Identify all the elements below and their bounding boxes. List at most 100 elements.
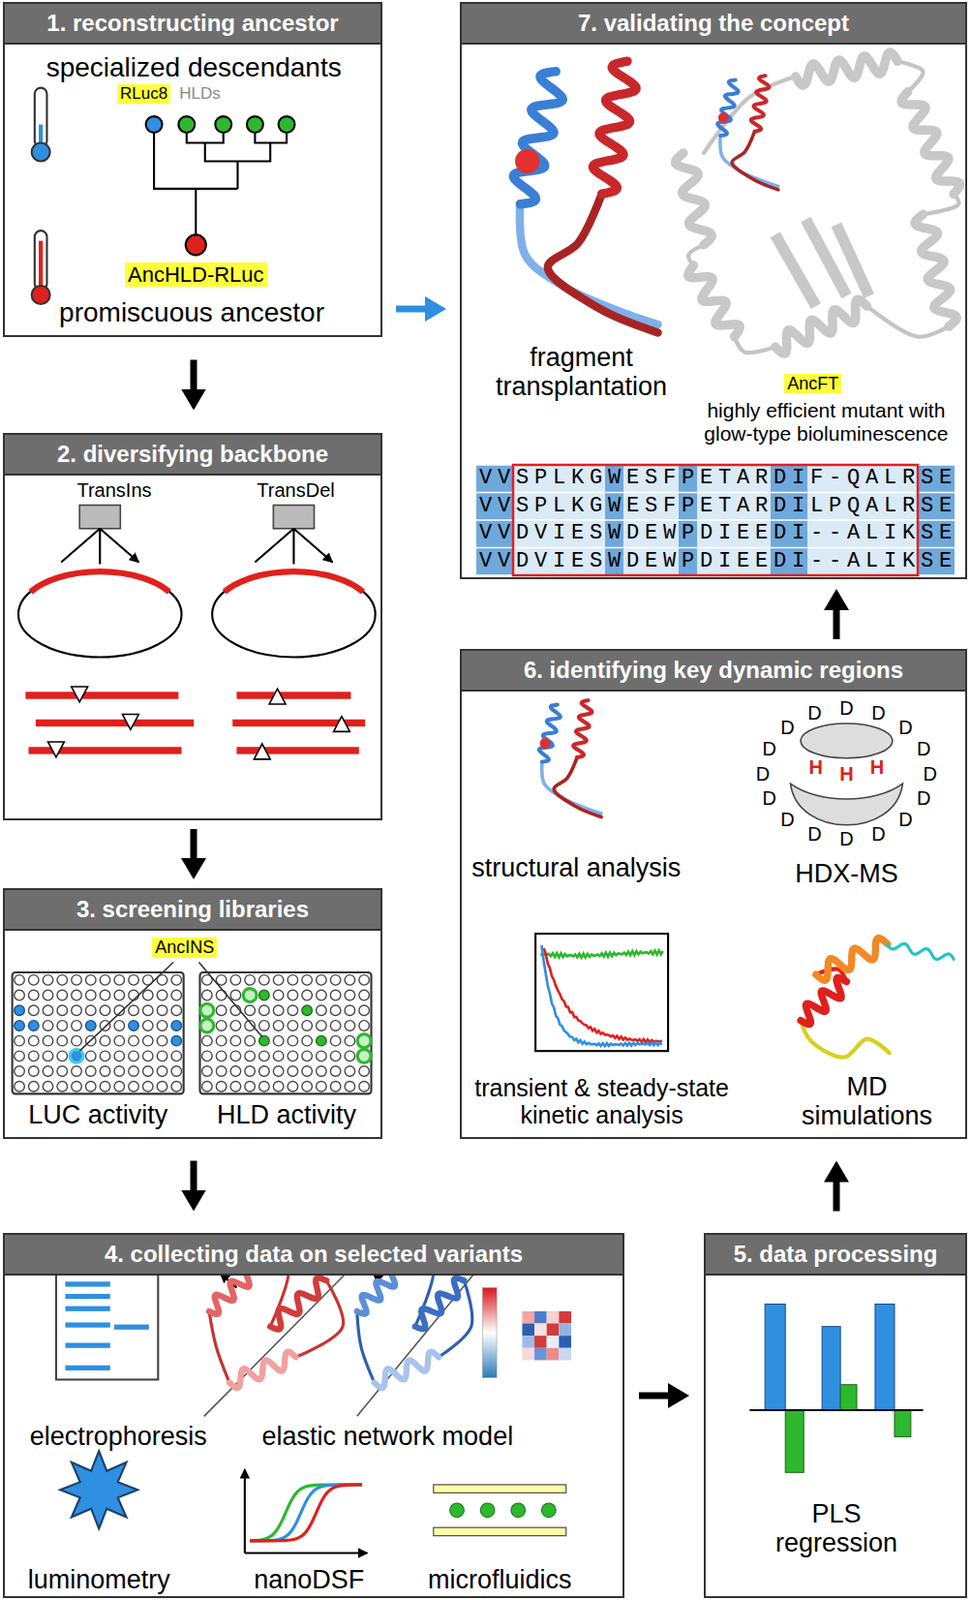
transposon-insertion (35, 719, 194, 727)
well (359, 974, 370, 986)
well (128, 1004, 140, 1016)
well (344, 1020, 356, 1032)
pls-bar-chart (785, 1409, 804, 1472)
well (42, 989, 54, 1001)
well (273, 1020, 284, 1032)
transposon-deletion (253, 743, 271, 759)
caption-label: transient & steady-state kinetic analysi… (468, 1073, 735, 1128)
phylogenetic-tree (278, 116, 296, 133)
kinetic-traces (540, 949, 663, 957)
well (259, 989, 271, 1001)
well (215, 1004, 227, 1016)
flow-arrow (190, 828, 198, 862)
loop-ribbon (553, 757, 602, 818)
well (344, 1004, 356, 1016)
transposon-deletion (212, 571, 376, 658)
transposon-deletion (236, 691, 351, 698)
well (273, 1004, 284, 1016)
well (287, 1065, 299, 1077)
helix-ribbon (573, 699, 592, 758)
microfluidic-channel (433, 1484, 567, 1536)
well (28, 1004, 39, 1016)
protein-model-red (209, 1265, 344, 1389)
fragment-cartoon (717, 75, 779, 190)
loop-ribbon (731, 131, 779, 190)
well (57, 1004, 68, 1016)
microfluidic-channel (480, 1502, 495, 1518)
well (171, 989, 183, 1001)
well (28, 1020, 39, 1032)
well (171, 1034, 183, 1046)
well (71, 1004, 83, 1016)
variant-name: AncFT (787, 373, 839, 395)
heatmap-cell (558, 1322, 572, 1336)
well (14, 989, 26, 1001)
helix-ribbon (229, 1351, 296, 1389)
well (114, 974, 125, 986)
fragment-cartoon (539, 699, 602, 818)
kinetic-traces (540, 944, 663, 1046)
well (71, 1080, 83, 1092)
well (202, 989, 213, 1001)
hdx-cartoon (800, 723, 893, 759)
caption-label: H (870, 756, 884, 778)
well (57, 974, 68, 986)
well (259, 974, 271, 986)
well (202, 1080, 213, 1092)
transposon-deletion (254, 528, 333, 565)
well (57, 1050, 68, 1062)
well (357, 1048, 371, 1063)
well (316, 1065, 328, 1077)
well (57, 1020, 68, 1032)
well (156, 1004, 168, 1016)
panel-heading: 7. validating the concept (461, 3, 966, 45)
heatmap-cell (558, 1310, 572, 1324)
well (359, 989, 370, 1001)
loop-ribbon (897, 60, 923, 92)
caption-label: D (916, 737, 931, 759)
well (57, 1034, 68, 1046)
well (71, 974, 83, 986)
caption-label: elastic network model (262, 1421, 515, 1451)
well (273, 1050, 284, 1062)
caption-label: electrophoresis (30, 1421, 208, 1451)
well (330, 989, 341, 1001)
well (344, 1050, 356, 1062)
thermometer-hot (31, 285, 51, 304)
well (230, 989, 242, 1001)
well (14, 974, 26, 986)
well (244, 1004, 256, 1016)
helix-ribbon (887, 942, 954, 959)
well (28, 1080, 39, 1092)
variant-name: RLuc8 (120, 84, 168, 104)
loop-ribbon (547, 193, 659, 333)
well (128, 1020, 140, 1032)
panel-heading: 4. collecting data on selected variants (4, 1234, 623, 1275)
transposon-deletion (333, 716, 351, 732)
well (273, 974, 284, 986)
microfluidic-channel (541, 1502, 556, 1518)
well (287, 1050, 299, 1062)
well (28, 1034, 39, 1046)
heatmap-cell (558, 1347, 572, 1361)
well (287, 1080, 299, 1092)
helix-ribbon (795, 52, 898, 86)
pls-bar-chart (821, 1326, 841, 1410)
well (28, 989, 39, 1001)
variant-name: AncINS (154, 937, 214, 958)
highlight-box: RLuc8 (117, 84, 171, 104)
thermometer-hot (31, 230, 51, 304)
sequence-row: VVDVIESWDEWPDIEEDI--ALIKSE (479, 547, 958, 577)
well (302, 1004, 313, 1016)
transposon-insertion (30, 571, 170, 592)
heatmap-cell (534, 1347, 547, 1361)
well (359, 1080, 370, 1092)
helix-ribbon (688, 265, 741, 337)
heatmap-cell (546, 1322, 560, 1336)
electrophoresis-gel (56, 1273, 158, 1380)
well (57, 1080, 68, 1092)
leader-line (79, 962, 263, 1052)
caption-label: D (780, 808, 794, 830)
well (85, 989, 96, 1001)
well (71, 1020, 83, 1032)
